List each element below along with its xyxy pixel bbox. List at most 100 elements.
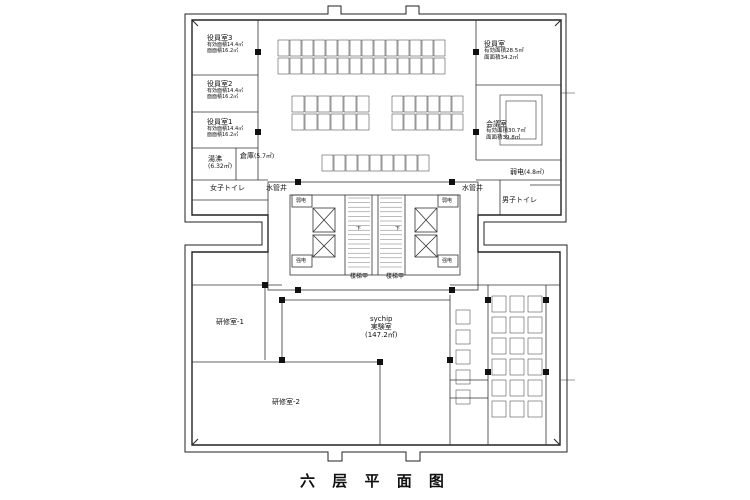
desk	[333, 154, 346, 172]
desk	[357, 154, 370, 172]
structural-column	[449, 287, 455, 293]
structural-column	[485, 297, 491, 303]
desk	[361, 57, 374, 75]
structural-column	[255, 49, 261, 55]
structural-column	[485, 369, 491, 375]
desk	[349, 57, 362, 75]
structural-column	[473, 129, 479, 135]
desk	[421, 39, 434, 57]
desk	[491, 379, 507, 397]
desk	[304, 113, 318, 131]
electrical-room-label: 弱电(4.8㎡)	[510, 168, 545, 176]
desk	[356, 95, 370, 113]
desk	[427, 113, 440, 131]
desk	[415, 95, 428, 113]
desk	[527, 295, 543, 313]
desk	[403, 95, 416, 113]
desk	[455, 389, 471, 405]
desk	[385, 57, 398, 75]
kitchenette-label: 湯沸 (6.32㎡)	[208, 155, 233, 170]
structural-column	[295, 179, 301, 185]
desk	[391, 113, 404, 131]
desk	[439, 95, 452, 113]
weak-elec-right-label: 弱电	[442, 198, 453, 204]
storage-label: 倉庫(5.7㎡)	[240, 152, 275, 160]
pipe-shaft-right-label: 水管井	[462, 184, 483, 192]
officer-office-1-label: 役員室1 有効面積14.4㎡ 面面積16.2㎡	[207, 118, 244, 138]
desk	[330, 113, 344, 131]
desk	[391, 95, 404, 113]
desk	[417, 154, 430, 172]
desk	[527, 316, 543, 334]
desk	[337, 57, 350, 75]
training-room-2-label: 研修室-2	[272, 398, 300, 406]
officer-office-ne-label: 役員室 有効面積28.5㎡ 面面積34.2㎡	[484, 40, 524, 61]
structural-column	[543, 369, 549, 375]
pipe-shaft-left-label: 水管井	[266, 184, 287, 192]
desk	[397, 39, 410, 57]
desk	[409, 57, 422, 75]
meeting-room-label: 会議室 有効面積30.7㎡ 面面積39.8㎡	[486, 120, 526, 141]
desk	[343, 95, 357, 113]
desk	[491, 400, 507, 418]
inner-wall	[191, 19, 562, 446]
drawing-title: 六 层 平 面 图	[300, 472, 450, 490]
desk	[527, 400, 543, 418]
outer-wall	[184, 5, 568, 462]
desk	[509, 379, 525, 397]
desk	[301, 57, 314, 75]
structural-column	[295, 287, 301, 293]
stair-down-right-label: 下	[395, 226, 401, 232]
desk	[527, 379, 543, 397]
desk	[277, 39, 290, 57]
desk	[313, 39, 326, 57]
desk	[369, 154, 382, 172]
desk	[509, 337, 525, 355]
desk	[491, 316, 507, 334]
structural-column	[255, 129, 261, 135]
desk	[421, 57, 434, 75]
desk	[301, 39, 314, 57]
structural-column	[377, 359, 383, 365]
desk	[330, 95, 344, 113]
structural-column	[449, 179, 455, 185]
desk	[291, 113, 305, 131]
desk	[337, 39, 350, 57]
desk	[304, 95, 318, 113]
desk	[509, 316, 525, 334]
structural-column	[279, 297, 285, 303]
desk	[325, 57, 338, 75]
desk	[509, 295, 525, 313]
desk	[325, 39, 338, 57]
desk	[405, 154, 418, 172]
structural-column	[447, 357, 453, 363]
desk	[361, 39, 374, 57]
desk	[455, 309, 471, 325]
desk	[317, 113, 331, 131]
strong-elec-right-label: 强电	[442, 258, 453, 264]
desk	[455, 369, 471, 385]
desk	[397, 57, 410, 75]
desk	[427, 95, 440, 113]
desk	[343, 113, 357, 131]
desk	[433, 57, 446, 75]
structural-column	[262, 282, 268, 288]
stair-b-label: 楼梯甲	[386, 273, 405, 280]
desk	[455, 329, 471, 345]
desk	[289, 57, 302, 75]
desk	[491, 358, 507, 376]
structural-column	[473, 49, 479, 55]
weak-elec-left-label: 弱电	[296, 198, 307, 204]
desk	[393, 154, 406, 172]
strong-elec-left-label: 强电	[296, 258, 307, 264]
desk	[409, 39, 422, 57]
officer-office-3-label: 役員室3 有効面積14.4㎡ 面面積16.2㎡	[207, 34, 244, 54]
desk	[451, 95, 464, 113]
desk	[321, 154, 334, 172]
desk	[289, 39, 302, 57]
desk	[491, 295, 507, 313]
womens-wc-label: 女子トイレ	[210, 184, 245, 192]
desk	[277, 57, 290, 75]
desk	[491, 337, 507, 355]
